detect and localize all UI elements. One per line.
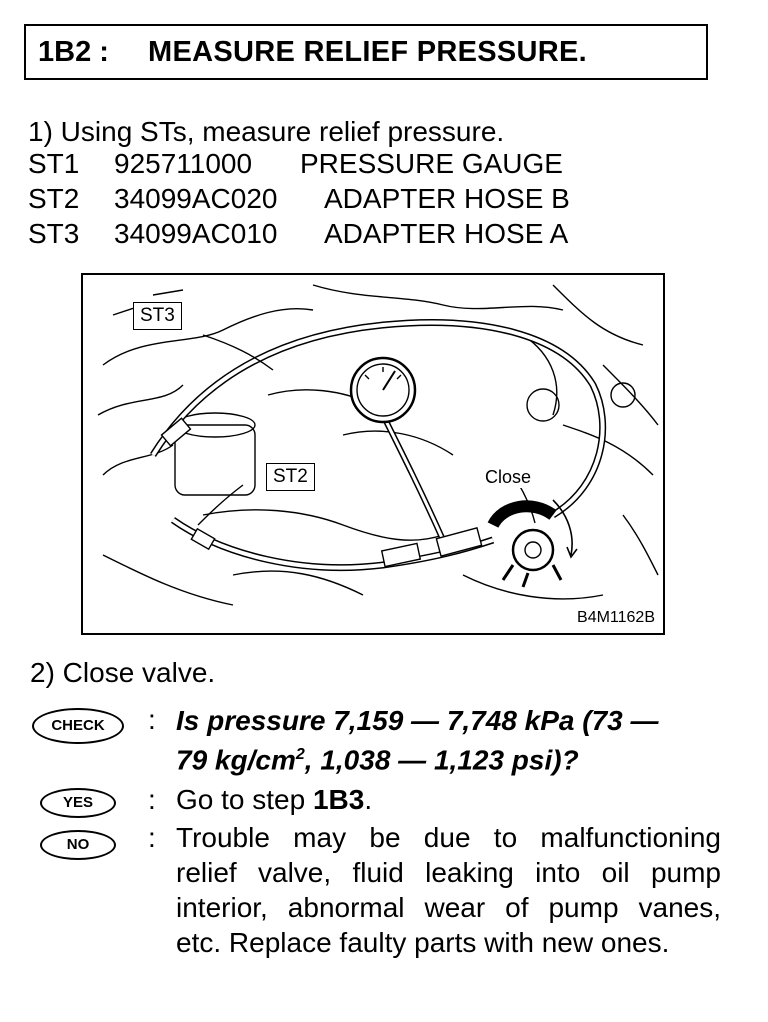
no-colon: : bbox=[148, 822, 156, 853]
st2-callout: ST2 bbox=[266, 463, 315, 491]
check-question-line1: Is pressure 7,159 — 7,748 kPa (73 — bbox=[176, 705, 659, 736]
tool-part-number: 925711000 bbox=[114, 148, 253, 179]
section-header: 1B2 : MEASURE RELIEF PRESSURE. bbox=[24, 24, 708, 80]
yes-instruction: Go to step 1B3. bbox=[176, 784, 372, 816]
no-instruction: Trouble may be due to malfunctioning rel… bbox=[176, 820, 721, 960]
tool-id: ST2 bbox=[28, 183, 80, 214]
no-line: Trouble may be due to malfunctioning bbox=[176, 822, 721, 853]
yes-step-ref: 1B3 bbox=[312, 784, 365, 815]
check-unit: 79 kg/cm bbox=[176, 744, 296, 776]
yes-colon: : bbox=[148, 784, 156, 815]
figure-code: B4M1162B bbox=[577, 609, 655, 626]
tool-part-number: 34099AC020 bbox=[114, 183, 278, 214]
yes-badge: YES bbox=[40, 788, 116, 818]
check-question: Is pressure 7,159 — 7,748 kPa (73 — 79 k… bbox=[176, 704, 736, 777]
tool-id: ST1 bbox=[28, 148, 80, 179]
step-2-instruction: 2) Close valve. bbox=[30, 657, 216, 688]
check-question-rest: , 1,038 — 1,123 psi)? bbox=[304, 744, 579, 776]
tool-name: ADAPTER HOSE A bbox=[324, 218, 569, 249]
tool-name: ADAPTER HOSE B bbox=[324, 183, 570, 214]
engine-bay-illustration: ST3 ST2 Close B4M1162B bbox=[81, 273, 665, 635]
no-line: relief valve, fluid leaking into oil pum… bbox=[176, 857, 721, 888]
section-title: MEASURE RELIEF PRESSURE. bbox=[148, 36, 588, 68]
tool-part-number: 34099AC010 bbox=[114, 218, 278, 249]
yes-text-end: . bbox=[364, 784, 373, 815]
check-colon: : bbox=[148, 704, 156, 735]
st3-callout: ST3 bbox=[133, 302, 182, 330]
check-badge: CHECK bbox=[32, 708, 124, 744]
check-question-line2: 79 kg/cm2, 1,038 — 1,123 psi)? bbox=[176, 738, 736, 777]
yes-text: Go to step bbox=[176, 784, 313, 815]
tool-id: ST3 bbox=[28, 218, 80, 249]
no-line: etc. Replace faulty parts with new ones. bbox=[176, 927, 670, 958]
section-code: 1B2 : bbox=[38, 36, 109, 68]
step-1-instruction: 1) Using STs, measure relief pressure. bbox=[28, 116, 505, 147]
close-label: Close bbox=[483, 467, 534, 488]
no-line: interior, abnormal wear of pump vanes, bbox=[176, 892, 721, 923]
check-unit-superscript: 2 bbox=[295, 746, 305, 763]
no-badge: NO bbox=[40, 830, 116, 860]
hose-diagram-drawing bbox=[97, 284, 659, 606]
tool-name: PRESSURE GAUGE bbox=[300, 148, 563, 179]
